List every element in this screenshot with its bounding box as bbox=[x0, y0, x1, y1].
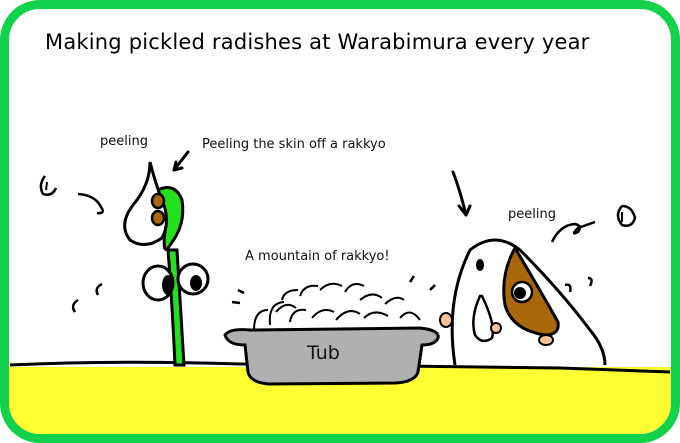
comic-title: Making pickled radishes at Warabimura ev… bbox=[45, 30, 590, 54]
peeling-label-left: peeling bbox=[100, 134, 148, 149]
peeling-caption: Peeling the skin off a rakkyo bbox=[202, 137, 386, 152]
peeling-label-right: peeling bbox=[508, 207, 556, 222]
mountain-caption: A mountain of rakkyo! bbox=[245, 249, 390, 264]
tub-icon bbox=[223, 275, 440, 386]
sprout-character-icon bbox=[39, 150, 210, 367]
dog-character-icon bbox=[439, 170, 637, 366]
tub-label: Tub bbox=[307, 342, 340, 364]
